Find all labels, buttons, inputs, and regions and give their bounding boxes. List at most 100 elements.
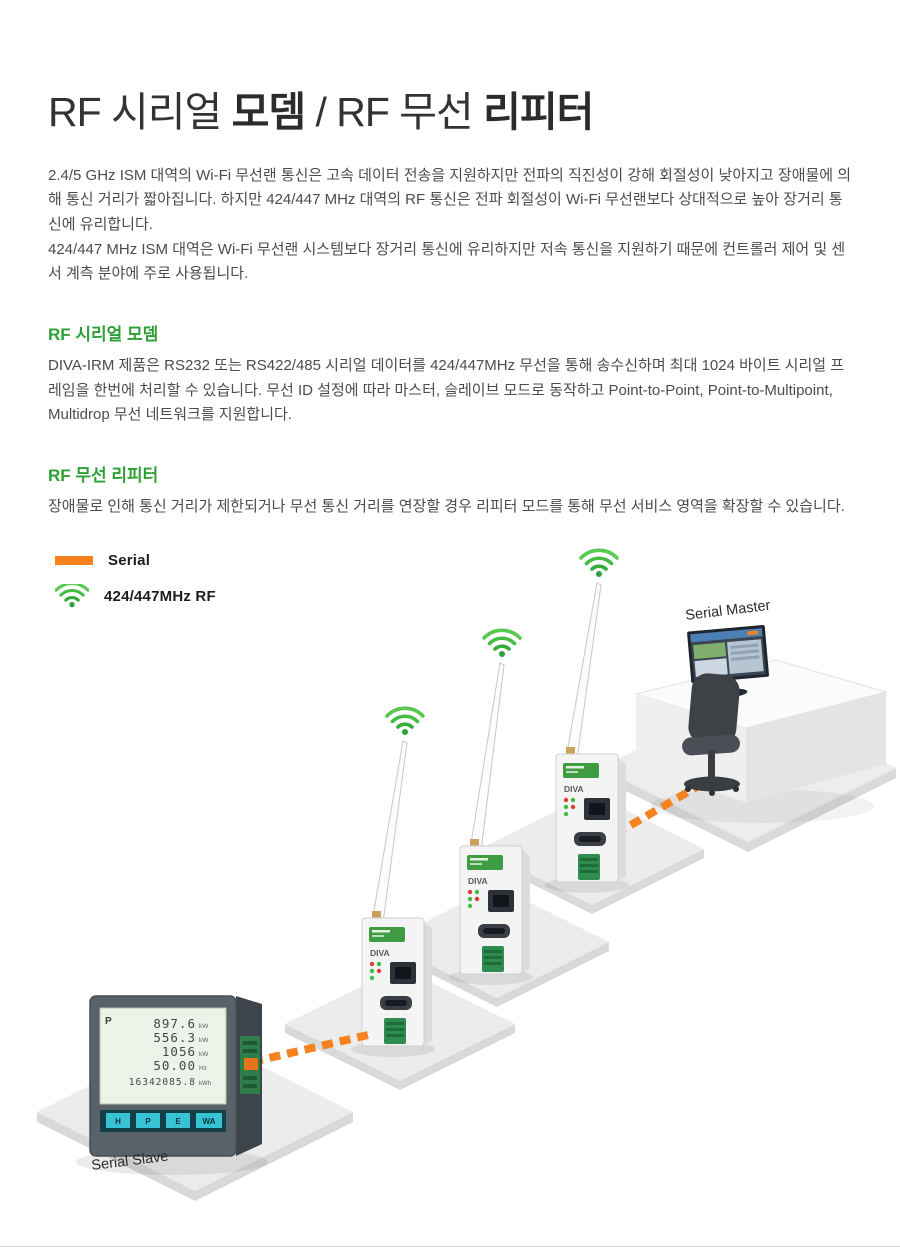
screen-row [730, 643, 759, 649]
meter-button-label: WA [203, 1117, 216, 1126]
terminal-slot [580, 857, 598, 861]
led-green [570, 797, 576, 802]
master-scene: Serial Master [600, 597, 896, 852]
office-chair [682, 673, 740, 796]
terminal-slot [484, 961, 502, 965]
terminal-slot [580, 869, 598, 873]
ethernet-jack [589, 802, 605, 815]
meter-button-label: H [115, 1117, 121, 1126]
meter-value: 50.00 [153, 1058, 196, 1073]
antenna-mount [372, 910, 381, 919]
legend-serial-label: Serial [108, 551, 151, 569]
legend-row-rf: 424/447MHz RF [55, 583, 216, 610]
network-illustration: Serial Master [37, 548, 896, 1201]
device-side [424, 921, 432, 1046]
meter-unit: Hz [199, 1065, 207, 1072]
intro-paragraph-2: 424/447 MHz ISM 대역은 Wi-Fi 무선랜 시스템보다 장거리 … [48, 240, 846, 283]
section-body-serial-modem: DIVA-IRM 제품은 RS232 또는 RS422/485 시리얼 데이터를… [48, 357, 845, 424]
diagram: Serial 424/447MHz RF [0, 544, 900, 1250]
led-red [563, 797, 569, 802]
sticker-line [470, 857, 488, 861]
title-segment: / RF 무선 [305, 89, 484, 135]
chair-caster [685, 785, 691, 792]
led-red [570, 804, 576, 809]
screen-panel-green [693, 642, 727, 659]
title-segment: RF 시리얼 [48, 89, 232, 135]
terminal-slot [484, 955, 502, 959]
chair-base [684, 776, 740, 792]
meter-unit: kW [199, 1023, 209, 1030]
led-green [467, 903, 473, 908]
led-green [369, 968, 375, 973]
led-red [474, 896, 480, 901]
title-segment-bold: 리피터 [483, 89, 594, 135]
serial-jack [385, 999, 407, 1006]
terminal-slot [243, 1075, 257, 1080]
terminal-slot [243, 1040, 257, 1045]
wifi-icon [579, 548, 619, 577]
meter-mode-label: P [105, 1016, 112, 1027]
meter-value: 16342085.8 [129, 1077, 196, 1088]
meter-button-label: P [145, 1117, 151, 1126]
serial-jack [579, 835, 601, 842]
led-red [369, 961, 375, 966]
legend: Serial 424/447MHz RF [55, 552, 216, 625]
meter-value: 1056 [162, 1044, 196, 1059]
antenna [469, 661, 505, 852]
meter-button [196, 1112, 222, 1128]
meter-value: 897.6 [153, 1016, 196, 1031]
meter-button-label: E [175, 1117, 181, 1126]
device-sticker [563, 762, 599, 778]
chair-seat [682, 734, 740, 756]
terminal-slot [386, 1027, 404, 1031]
terminal-slot [243, 1083, 257, 1088]
meter-unit: kWh [199, 1081, 211, 1087]
intro-paragraphs: 2.4/5 GHz ISM 대역의 Wi-Fi 무선랜 통신은 고속 데이터 전… [48, 164, 856, 286]
sticker-line [372, 929, 390, 933]
serial-jack [483, 927, 505, 934]
device-label: DIVA [564, 784, 584, 794]
diva-device-2: DIVA [449, 838, 533, 985]
antenna-mount [470, 838, 479, 847]
led-green [369, 975, 375, 980]
led-green [467, 896, 473, 901]
terminal-slot [580, 863, 598, 867]
device-label: DIVA [468, 876, 488, 886]
diva-device-1: DIVA [545, 746, 629, 893]
chair-stem [708, 749, 715, 780]
device-side [522, 849, 530, 974]
master-label: Serial Master [685, 597, 772, 623]
wifi-icon [482, 628, 522, 657]
led-green [563, 804, 569, 809]
sticker-line [566, 770, 578, 773]
page-title: RF 시리얼 모뎀 / RF 무선 리피터 [48, 78, 856, 138]
section-heading-serial-modem: RF 시리얼 모뎀 [48, 325, 159, 345]
screen-accent [747, 630, 759, 636]
section-heading-repeater: RF 무선 리피터 [48, 466, 159, 486]
desk-side [746, 691, 886, 802]
terminal-slot [243, 1048, 257, 1053]
legend-row-serial: Serial [55, 552, 216, 569]
chair-caster [733, 785, 739, 792]
footer-divider [0, 1246, 900, 1247]
screen-panel-light [694, 657, 728, 677]
device-sticker [467, 854, 503, 870]
title-segment-bold: 모뎀 [231, 89, 306, 135]
wifi-icon [55, 583, 89, 607]
meter-value: 556.3 [153, 1030, 196, 1045]
meter-unit: kW [199, 1037, 209, 1044]
section-body-repeater: 장애물로 인해 통신 거리가 제한되거나 무선 통신 거리를 연장할 경우 리피… [48, 498, 845, 516]
meter-button-strip [100, 1109, 226, 1132]
cable-connector [244, 1057, 258, 1070]
led-green [376, 961, 382, 966]
sticker-line [566, 765, 584, 769]
antenna [565, 581, 602, 760]
sticker-line [372, 934, 384, 937]
meter-unit: kW [199, 1051, 209, 1058]
intro-paragraph-1: 2.4/5 GHz ISM 대역의 Wi-Fi 무선랜 통신은 고속 데이터 전… [48, 167, 852, 233]
ethernet-jack [395, 966, 411, 979]
device-side [618, 757, 626, 882]
led-green [474, 889, 480, 894]
